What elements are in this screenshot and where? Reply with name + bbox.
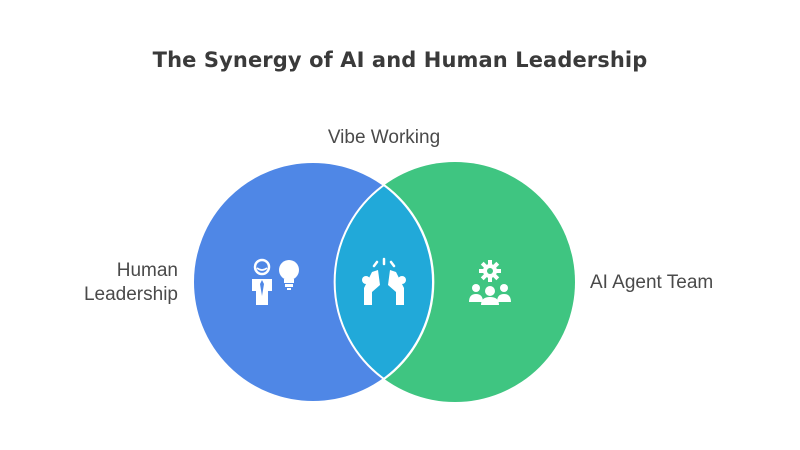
intersection-region xyxy=(335,162,433,402)
leader-lightbulb-icon xyxy=(252,258,299,305)
right-set-label: AI Agent Team xyxy=(590,272,714,293)
intersection-edge-right xyxy=(383,184,435,380)
team-gear-icon xyxy=(469,260,511,305)
intersection-label: Vibe Working xyxy=(327,127,441,148)
intersection-edge-left xyxy=(333,184,385,380)
diagram-title: The Synergy of AI and Human Leadership xyxy=(152,48,648,72)
left-set-label-line1: Human xyxy=(116,260,178,281)
high-five-icon xyxy=(362,257,406,305)
left-set-label-line2: Leadership xyxy=(83,284,178,305)
left-set-label: Human Leadership xyxy=(84,259,178,307)
